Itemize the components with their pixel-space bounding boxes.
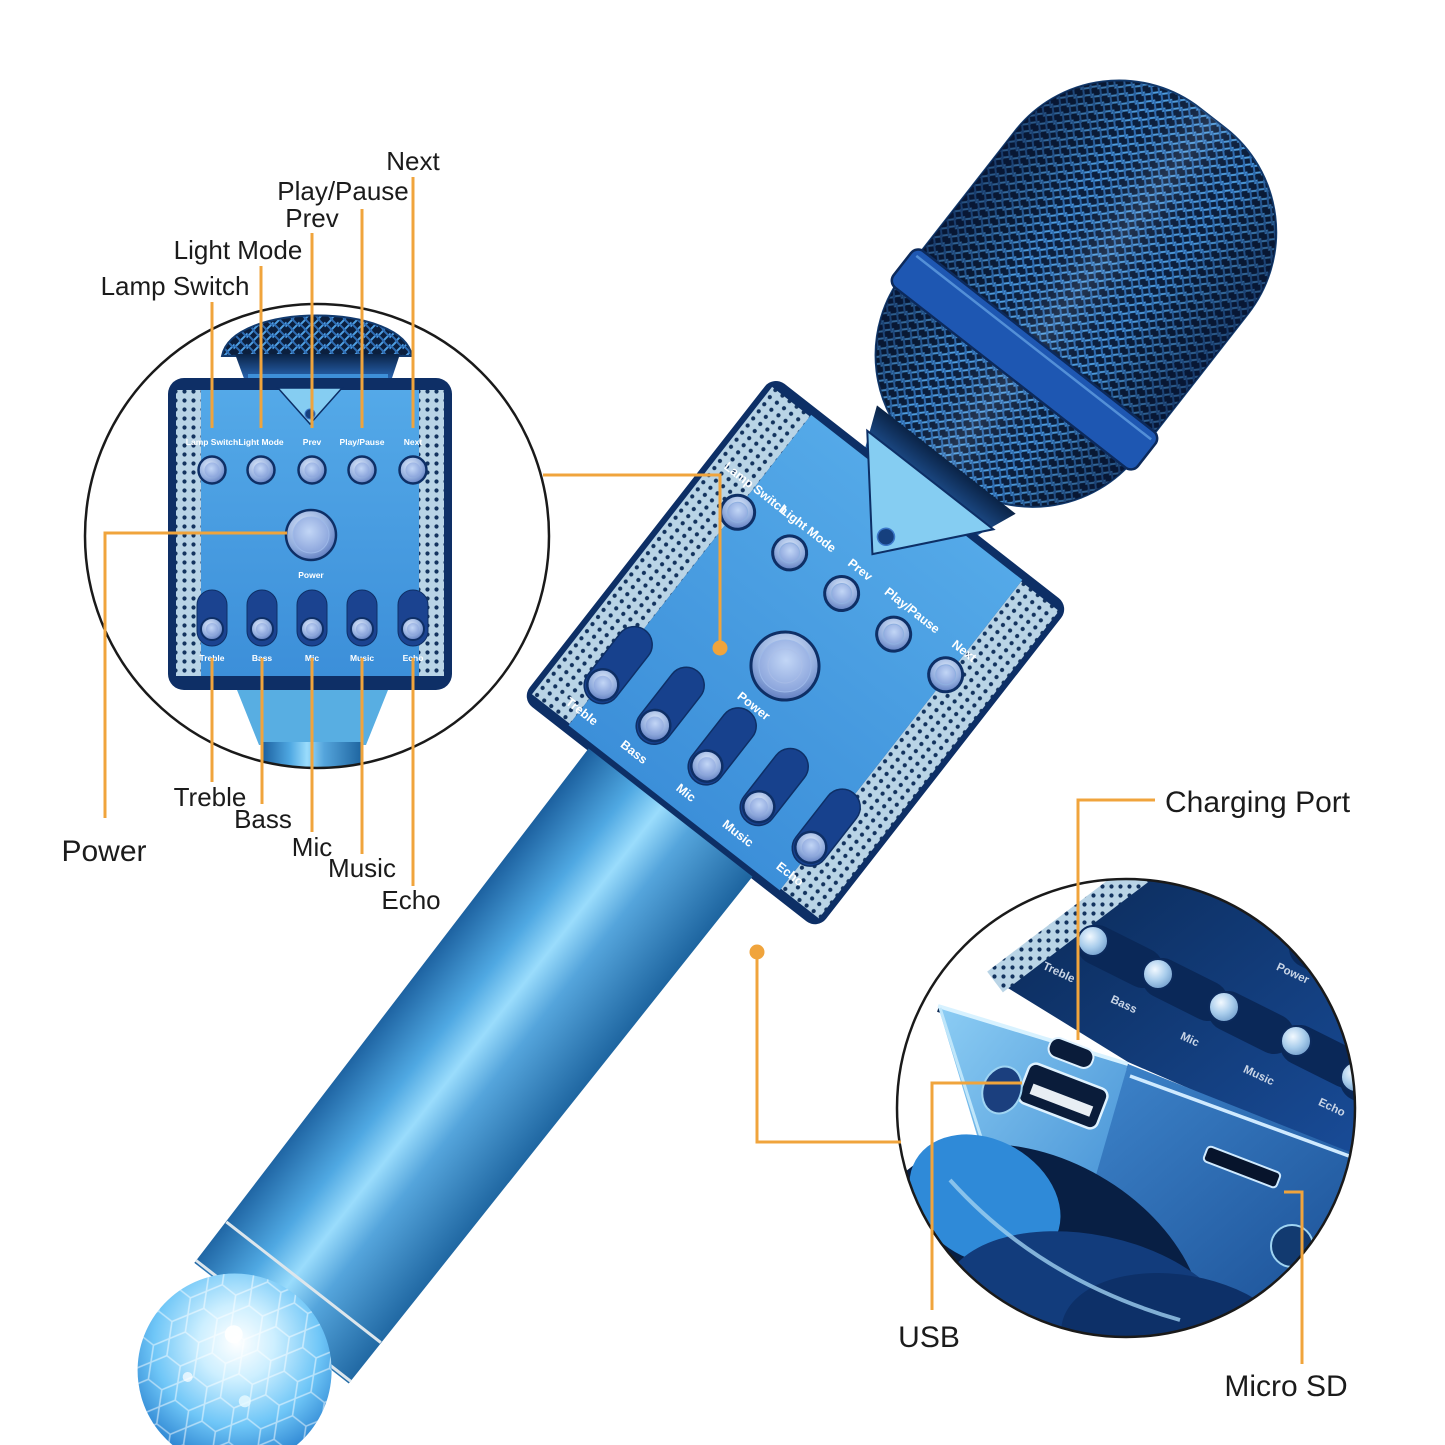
main-bass-button-cap	[645, 716, 664, 735]
main-panel-screw	[876, 527, 896, 547]
main-next-button-cap	[935, 664, 957, 686]
handle-silver-ring-1	[225, 1220, 382, 1344]
main-top-buttons	[719, 493, 965, 694]
inset-top-buttons	[197, 455, 428, 485]
inset-next-button-cap	[405, 462, 421, 478]
main-play-pause-button-cap	[883, 623, 905, 645]
inset-prev-button-cap	[304, 462, 320, 478]
callout-label-lamp-switch: Lamp Switch	[101, 271, 250, 301]
callout-lines	[103, 177, 1304, 1364]
main-echo-button-cap	[801, 838, 820, 857]
disco-ball-facets	[137, 1273, 332, 1445]
charging-port-micro-usb	[1047, 1037, 1095, 1069]
main-mic-button-cap	[697, 757, 716, 776]
main-music-button-cap	[749, 797, 768, 816]
callout-label-prev: Prev	[285, 203, 338, 233]
right-inset-outline	[895, 877, 1357, 1339]
micro-usb-port	[1047, 1037, 1095, 1069]
main-slider-slots	[583, 625, 861, 867]
inset-head-mesh	[220, 314, 414, 357]
mic-head-shading	[875, 80, 1277, 507]
inset-mic-button-cap	[306, 623, 318, 635]
main-power-button-ring	[767, 648, 803, 684]
main-left-grille-strip	[531, 386, 810, 724]
left-inset-outline	[83, 302, 551, 770]
rinset-edge-highlight	[937, 1004, 1129, 1066]
rinset-grille-edge	[987, 879, 1148, 993]
main-treble-button-cap	[593, 675, 612, 694]
inset-power-button-cap	[292, 516, 330, 554]
inset-treble-button-cap	[206, 623, 218, 635]
disco-ball-sparkle-1	[224, 1325, 243, 1344]
mic-head-ring	[890, 248, 1159, 471]
inset-panel-notch	[276, 387, 344, 426]
micro-sd-slot	[1202, 1145, 1282, 1189]
connector-dot-right	[749, 944, 765, 960]
callout-label-treble: Treble	[174, 782, 247, 812]
inset-lamp-switch-button-cap	[204, 462, 220, 478]
mic-neck	[860, 405, 1016, 545]
usb-port-group	[1017, 1062, 1109, 1130]
inset-light-mode-label: Light Mode	[238, 437, 284, 447]
main-right-grille-strip	[781, 581, 1059, 919]
main-light-mode-button-cap	[779, 542, 801, 564]
callout-label-power: Power	[61, 835, 146, 868]
callout-label-light-mode: Light Mode	[174, 235, 303, 265]
rinset-echo-slot	[1340, 1061, 1355, 1124]
main-prev-button-cap	[831, 583, 853, 605]
disco-ball-sparkle-2	[238, 1395, 251, 1408]
left-inset-content: Lamp Switch Light Mode Prev Play/Pause N…	[168, 314, 452, 768]
callout-line-micro-sd	[1284, 1190, 1304, 1364]
inset-play-pause-label: Play/Pause	[340, 437, 385, 447]
rinset-power-slot	[1289, 928, 1355, 991]
mic-handle	[194, 748, 753, 1384]
callout-label-music: Music	[328, 853, 396, 883]
inset-lamp-switch-label: Lamp Switch	[186, 437, 238, 447]
left-inset-circle: Lamp Switch Light Mode Prev Play/Pause N…	[83, 302, 551, 770]
inset-play-pause-button-cap	[354, 462, 370, 478]
callout-label-next: Next	[386, 146, 440, 176]
connector-line-right-inset	[755, 958, 901, 1144]
main-panel-notch	[866, 428, 996, 556]
callout-line-usb	[930, 1081, 1022, 1310]
right-inset-circle: Treble Bass Mic Music Echo Power	[895, 877, 1357, 1339]
main-power-button-cap	[758, 639, 812, 693]
gloss-highlight-arc	[948, 1178, 1181, 1322]
rinset-mic-button	[1208, 991, 1240, 1023]
rinset-music-button	[1280, 1025, 1312, 1057]
inset-bass-button-cap	[256, 623, 268, 635]
callout-line-power	[103, 531, 287, 818]
inset-prev-label: Prev	[303, 437, 322, 447]
micro-sd-slot-group	[1202, 1145, 1282, 1189]
gloss-bright-1	[909, 1134, 1061, 1266]
callout-labels: Next Play/Pause Prev Light Mode Lamp Swi…	[61, 146, 1350, 1403]
callout-line-charging-port	[1076, 798, 1155, 1040]
mic-head-ring-highlight	[915, 254, 1152, 441]
usb-a-tongue	[1029, 1083, 1094, 1117]
disco-ball-sparkle-3	[182, 1371, 193, 1382]
callout-label-mic: Mic	[292, 832, 332, 862]
callout-label-echo: Echo	[381, 885, 440, 915]
rinset-bass-button	[1142, 958, 1174, 990]
callout-label-charging-port: Charging Port	[1165, 786, 1351, 819]
callout-label-usb: USB	[898, 1321, 960, 1354]
callout-label-play-pause: Play/Pause	[277, 176, 409, 206]
rinset-round-button-2	[1270, 1224, 1314, 1268]
main-lamp-switch-button-cap	[727, 501, 749, 523]
rinset-echo-button	[1340, 1061, 1355, 1093]
rinset-treble-button	[1077, 925, 1109, 957]
inset-echo-button-cap	[407, 623, 419, 635]
main-microphone: Lamp Switch Light Mode Prev Play/Pause N…	[137, 79, 1278, 1445]
inset-power-label: Power	[298, 570, 324, 580]
inset-slider-slots	[196, 589, 429, 647]
inset-next-label: Next	[404, 437, 423, 447]
connector-line-left-inset	[543, 473, 722, 642]
callout-label-bass: Bass	[234, 804, 292, 834]
inset-light-mode-button-cap	[253, 462, 269, 478]
callout-label-micro-sd: Micro SD	[1224, 1370, 1347, 1403]
connector-dot-left	[712, 640, 728, 656]
inset-music-button-cap	[356, 623, 368, 635]
